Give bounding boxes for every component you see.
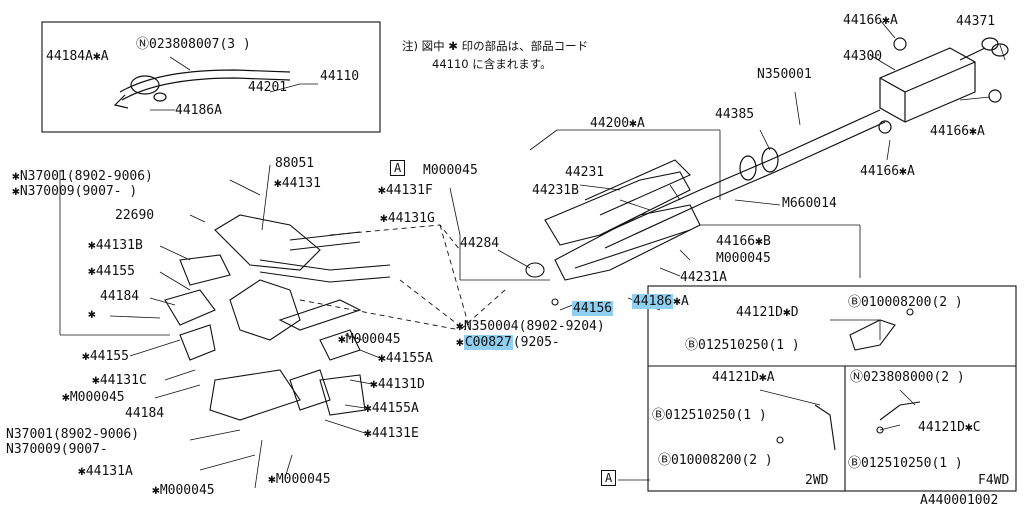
label-44184-a: 44184 — [100, 289, 140, 304]
label-n370009-b: N370009(9007- — [6, 442, 108, 457]
exhaust-manifolds — [164, 214, 391, 421]
label-44131E: ✱44131E — [364, 426, 419, 441]
label-2WD: 2WD — [805, 473, 829, 488]
label-C00827: ✱C00827(9205- — [456, 335, 560, 350]
note-line-1: 注) 図中 ✱ 印の部品は、部品コード — [402, 39, 589, 53]
label-44156: 44156 — [572, 301, 614, 316]
label-44110: 44110 — [320, 69, 360, 84]
label-N350004: ✱N350004(8902-9204) — [456, 319, 605, 334]
label-44231: 44231 — [565, 165, 605, 180]
label-b012510250-mid: Ⓑ012510250(1 ) — [652, 408, 767, 423]
label-n023808000: Ⓝ023808000(2 ) — [850, 370, 965, 385]
label-b010008200-top: Ⓑ010008200(2 ) — [848, 295, 963, 310]
label-44131D: ✱44131D — [370, 377, 425, 392]
label-44300: 44300 — [843, 49, 883, 64]
main-exhaust-pipe — [599, 109, 886, 249]
label-M660014: M660014 — [782, 196, 837, 211]
label-N350001: N350001 — [757, 67, 812, 82]
label-44231A: 44231A — [680, 270, 727, 285]
figure-code: A440001002 — [920, 493, 999, 508]
center-pipe-assembly — [525, 159, 701, 306]
label-M000045-bottom-a: ✱M000045 — [152, 483, 215, 498]
inset-frame-top-left — [41, 21, 381, 133]
label-M000045-top: M000045 — [423, 163, 478, 178]
label-M000045-bottom-b: ✱M000045 — [268, 472, 331, 487]
label-44131: ✱44131 — [274, 176, 321, 191]
label-44155-a: ✱44155 — [88, 264, 135, 279]
label-44166B: 44166✱B — [716, 234, 771, 249]
label-n370009-a: ✱N370009(9007- ) — [12, 184, 138, 199]
label-44166A-right: 44166✱A — [930, 124, 985, 139]
label-n37001-b: N37001(8902-9006) — [6, 427, 140, 442]
label-44371: 44371 — [956, 14, 996, 29]
label-44131G: ✱44131G — [380, 211, 435, 226]
label-44131F: ✱44131F — [378, 183, 433, 198]
label-M000045-left: ✱M000045 — [62, 390, 125, 405]
label-M000045-mid: ✱M000045 — [338, 332, 401, 347]
label-44131A: ✱44131A — [78, 464, 133, 479]
hanger-brackets — [776, 308, 921, 451]
label-44166A-top: 44166✱A — [843, 13, 898, 28]
label-b012510250-bottom: Ⓑ012510250(1 ) — [848, 456, 963, 471]
label-44166A-bottom: 44166✱A — [860, 164, 915, 179]
label-44385: 44385 — [715, 107, 755, 122]
note-line-2: 44110 に含まれます。 — [432, 57, 552, 71]
label-44284: 44284 — [460, 236, 500, 251]
label-44231B: 44231B — [532, 183, 579, 198]
label-44200A: 44200✱A — [590, 116, 645, 131]
label-44121D-C: 44121D✱C — [918, 420, 981, 435]
label-b012510250-top: Ⓑ012510250(1 ) — [685, 338, 800, 353]
label-F4WD: F4WD — [978, 473, 1010, 488]
label-88051: 88051 — [275, 156, 315, 171]
label-44155-b: ✱44155 — [82, 349, 129, 364]
ref-box-A-top: A — [390, 160, 406, 176]
label-44131C: ✱44131C — [92, 373, 147, 388]
label-n37001-a: ✱N37001(8902-9006) — [12, 169, 153, 184]
label-44186: 44186✱A — [632, 294, 689, 309]
label-44186A: 44186A — [175, 103, 222, 118]
label-22690: 22690 — [115, 208, 155, 223]
label-023808007: Ⓝ023808007(3 ) — [136, 37, 251, 52]
label-star: ✱ — [88, 307, 96, 322]
label-44155A-a: ✱44155A — [378, 351, 433, 366]
label-44155A-b: ✱44155A — [364, 401, 419, 416]
label-b010008200-bottom: Ⓑ010008200(2 ) — [658, 453, 773, 468]
label-44184-b: 44184 — [125, 406, 165, 421]
label-44184A: 44184A✱A — [46, 49, 109, 64]
label-44121D-A: 44121D✱A — [712, 370, 775, 385]
ref-box-A-bottom: A — [601, 470, 617, 486]
muffler — [878, 37, 1009, 134]
inset-frame-bottom-right — [647, 285, 1017, 492]
label-44201: 44201 — [248, 80, 288, 95]
front-pipe-inset — [113, 69, 291, 109]
label-M000045-right: M000045 — [716, 251, 771, 266]
label-44121D-D: 44121D✱D — [736, 305, 799, 320]
label-44131B: ✱44131B — [88, 238, 143, 253]
